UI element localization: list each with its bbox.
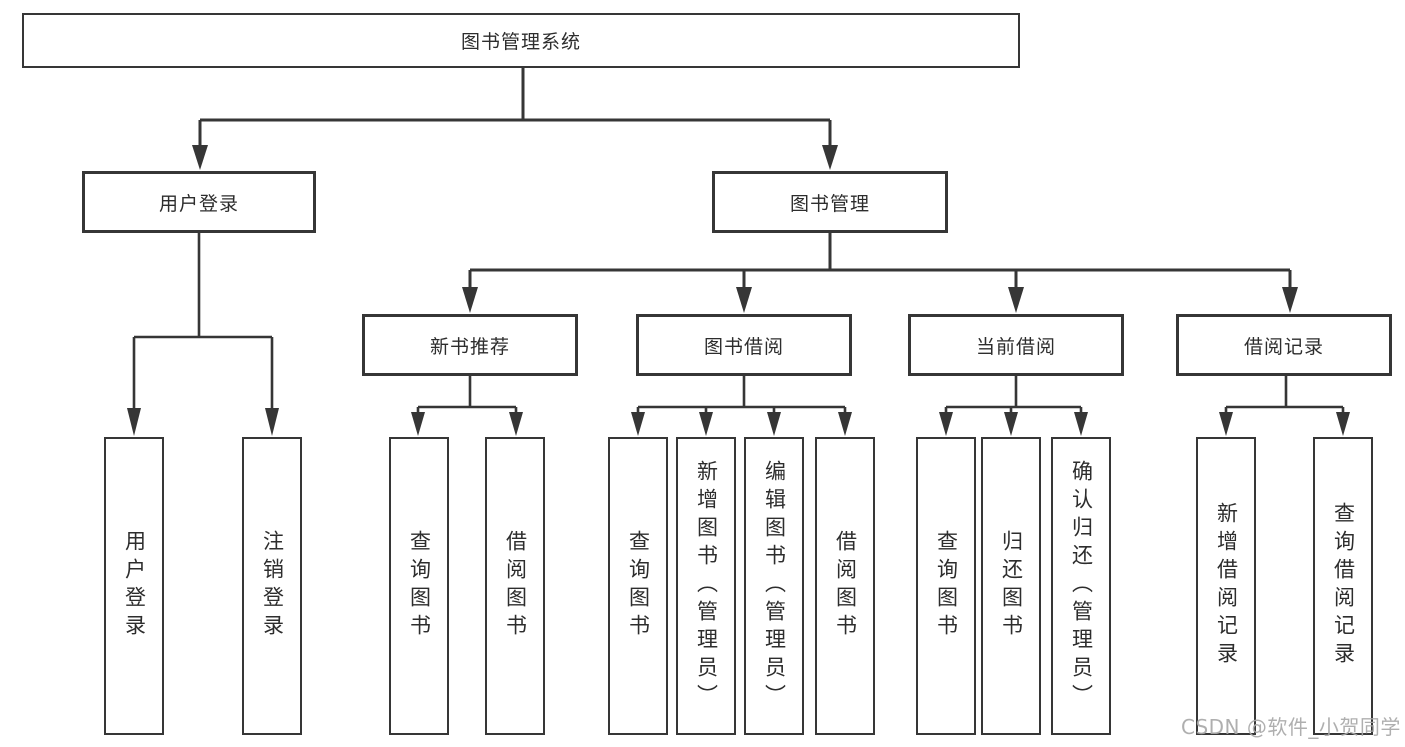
leaf-query-borrow-record: 查询借阅记录 xyxy=(1313,437,1373,735)
leaf-query-books-current: 查询图书 xyxy=(916,437,976,735)
node-label: 编辑图书（管理员） xyxy=(762,460,787,712)
leaf-confirm-return-admin: 确认归还（管理员） xyxy=(1051,437,1111,735)
node-user-login: 用户登录 xyxy=(82,171,316,233)
csdn-watermark: CSDN @软件_小贺同学 xyxy=(1181,715,1401,739)
node-label: 借阅图书 xyxy=(503,530,528,642)
node-label: 借阅图书 xyxy=(833,530,858,642)
node-label: 当前借阅 xyxy=(975,335,1056,358)
node-label: 新增图书（管理员） xyxy=(694,460,719,712)
leaf-return-books: 归还图书 xyxy=(981,437,1041,735)
node-label: 新书推荐 xyxy=(429,335,510,358)
node-label: 新增借阅记录 xyxy=(1214,502,1239,670)
leaf-borrow-books-borrowing: 借阅图书 xyxy=(815,437,875,735)
leaf-add-books-admin: 新增图书（管理员） xyxy=(676,437,736,735)
node-borrowing-records: 借阅记录 xyxy=(1176,314,1392,376)
node-label: 归还图书 xyxy=(999,530,1024,642)
leaf-borrow-books-recommend: 借阅图书 xyxy=(485,437,545,735)
leaf-logout: 注销登录 xyxy=(242,437,302,735)
node-label: 用户登录 xyxy=(122,530,147,642)
node-label: 图书管理 xyxy=(789,192,870,215)
node-label: 查询图书 xyxy=(934,530,959,642)
node-label: 查询图书 xyxy=(626,530,651,642)
node-new-book-recommendation: 新书推荐 xyxy=(362,314,578,376)
node-label: 用户登录 xyxy=(158,192,239,215)
node-book-management: 图书管理 xyxy=(712,171,948,233)
leaf-add-borrow-record: 新增借阅记录 xyxy=(1196,437,1256,735)
node-label: 借阅记录 xyxy=(1243,335,1324,358)
node-current-borrowing: 当前借阅 xyxy=(908,314,1124,376)
node-label: 图书管理系统 xyxy=(460,31,581,53)
node-label: 图书借阅 xyxy=(703,335,784,358)
leaf-query-books-borrowing: 查询图书 xyxy=(608,437,668,735)
leaf-user-login: 用户登录 xyxy=(104,437,164,735)
node-book-borrowing: 图书借阅 xyxy=(636,314,852,376)
node-label: 注销登录 xyxy=(260,530,285,642)
node-label: 查询借阅记录 xyxy=(1331,502,1356,670)
node-label: 确认归还（管理员） xyxy=(1069,460,1094,712)
node-label: 查询图书 xyxy=(407,530,432,642)
node-library-management-system: 图书管理系统 xyxy=(22,13,1020,68)
leaf-query-books-recommend: 查询图书 xyxy=(389,437,449,735)
leaf-edit-books-admin: 编辑图书（管理员） xyxy=(744,437,804,735)
